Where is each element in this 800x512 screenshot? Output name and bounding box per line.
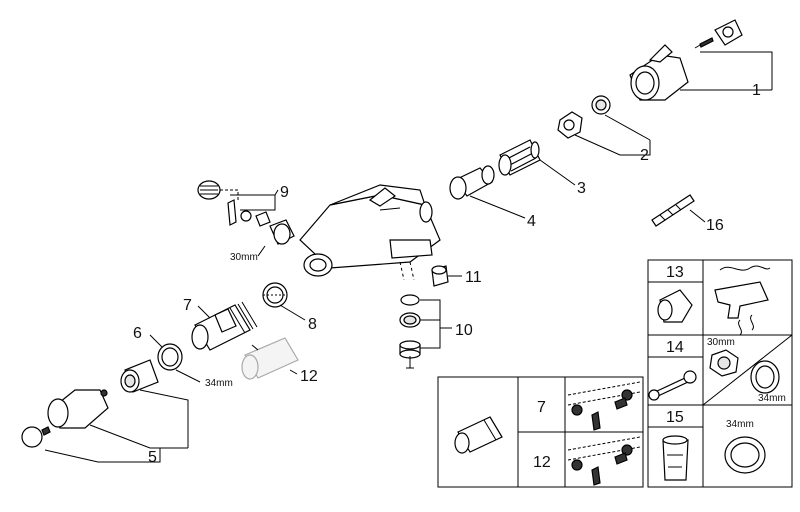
mixer-body bbox=[299, 184, 441, 281]
part-11-screw-cap bbox=[431, 265, 449, 287]
callout-12: 12 bbox=[300, 368, 318, 385]
callout-2: 2 bbox=[640, 147, 649, 164]
callout-8: 8 bbox=[308, 316, 317, 333]
leader-8 bbox=[279, 304, 306, 321]
callout-6: 6 bbox=[133, 325, 142, 342]
part-10-aerator-set bbox=[399, 294, 421, 369]
heat-steam-icon bbox=[714, 265, 771, 336]
variant-row-7: 7 bbox=[537, 399, 546, 416]
callout-9: 9 bbox=[280, 184, 289, 201]
panel-dim-34mm-a: 34mm bbox=[758, 393, 786, 404]
callout-10: 10 bbox=[455, 322, 473, 339]
part-7-diverter-cartridge bbox=[191, 301, 258, 351]
part-16-grease-tube bbox=[651, 194, 695, 227]
variant-12-detail bbox=[567, 436, 641, 486]
ring-34mm-large-icon bbox=[724, 436, 766, 474]
part-5-diverter-handle bbox=[21, 359, 159, 448]
dim-30mm: 30mm bbox=[230, 252, 258, 263]
panel-number-14: 14 bbox=[666, 339, 684, 356]
variants-table: 7 12 bbox=[437, 376, 644, 488]
part-1-temperature-handle bbox=[629, 19, 743, 101]
part-12-cartridge-alternative bbox=[241, 337, 299, 380]
wrench-icon bbox=[648, 370, 697, 401]
leader-12 bbox=[289, 369, 298, 375]
part-2-stop-ring-set bbox=[557, 95, 611, 139]
leader-5 bbox=[44, 389, 189, 463]
leader-9 bbox=[230, 189, 279, 211]
leader-16 bbox=[689, 209, 706, 223]
leader-6 bbox=[149, 334, 163, 348]
callout-1: 1 bbox=[752, 82, 761, 99]
ring-34mm-icon bbox=[750, 360, 780, 394]
nut-30mm-icon bbox=[709, 349, 739, 377]
callout-3: 3 bbox=[577, 180, 586, 197]
callout-11: 11 bbox=[465, 269, 482, 286]
panel-dim-34mm-b: 34mm bbox=[726, 419, 754, 430]
service-panel: 13 14 15 30mm 34mm bbox=[647, 259, 793, 488]
part-4-valve-cartridge bbox=[449, 165, 495, 200]
panel-dim-30mm: 30mm bbox=[707, 337, 735, 348]
part-6-escutcheon-ring bbox=[157, 343, 183, 371]
variant-7-detail bbox=[567, 381, 641, 431]
leader-1 bbox=[680, 51, 773, 91]
part-9-check-valve-set bbox=[197, 180, 295, 245]
part-3-thermostatic-cartridge bbox=[498, 139, 541, 176]
panel-number-15: 15 bbox=[666, 409, 684, 426]
callout-16: 16 bbox=[706, 217, 724, 234]
callout-7: 7 bbox=[183, 297, 192, 314]
handle-detail-icon bbox=[657, 289, 693, 323]
variant-row-12: 12 bbox=[533, 454, 551, 471]
sleeve-icon bbox=[662, 435, 689, 481]
leader-4 bbox=[469, 195, 526, 219]
callout-5: 5 bbox=[148, 449, 157, 466]
leader-10 bbox=[420, 299, 452, 349]
dim-34mm: 34mm bbox=[205, 378, 233, 389]
leader-7 bbox=[197, 305, 211, 319]
panel-number-13: 13 bbox=[666, 264, 684, 281]
part-8-union-nut bbox=[262, 282, 288, 308]
callout-4: 4 bbox=[527, 213, 536, 230]
variant-cartridge-image bbox=[454, 416, 503, 454]
leader-2 bbox=[574, 114, 651, 156]
leader-3 bbox=[539, 159, 576, 186]
